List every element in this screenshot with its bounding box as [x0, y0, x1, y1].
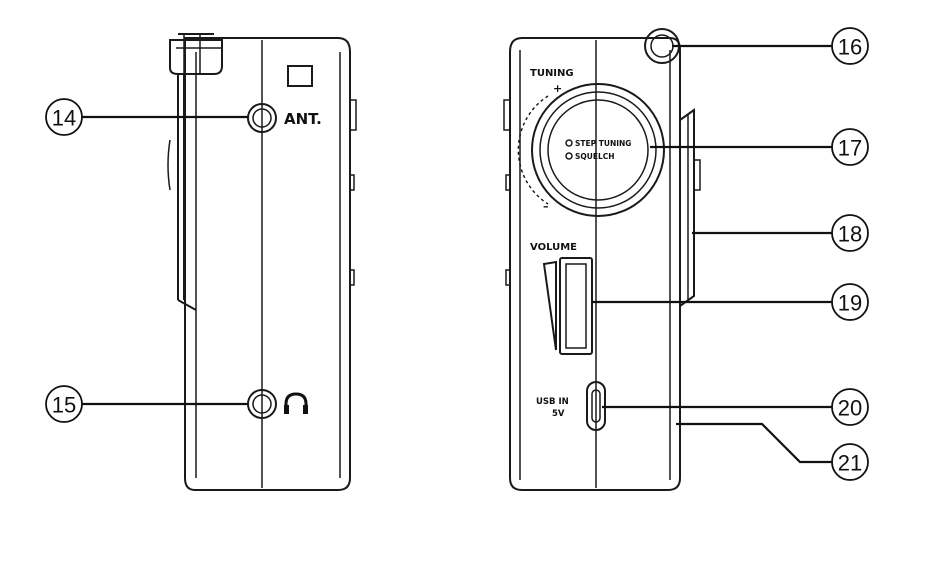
callout-21-number: 21 [838, 451, 862, 476]
callout-18: 18 [831, 214, 869, 252]
left-body-outline [184, 37, 351, 491]
usb-label-line2: 5V [552, 409, 565, 419]
tuning-knob-inner [547, 99, 649, 201]
left-antenna-hinge [176, 34, 222, 74]
tuning-minus-label: – [543, 200, 549, 213]
right-side-strap [679, 108, 695, 307]
callout-20-number: 20 [838, 396, 862, 421]
left-side-strap [177, 74, 197, 311]
tuning-knob-ring [539, 91, 657, 209]
antenna-jack-inner [252, 108, 272, 128]
leader-21 [676, 422, 832, 464]
usb-port-inner [591, 389, 601, 423]
left-side-view: ANT. [167, 33, 357, 491]
callout-17-number: 17 [838, 136, 862, 161]
tuning-knob-outer [531, 83, 665, 217]
knob-step-tuning-label: STEP TUNING [575, 139, 631, 148]
antenna-label: ANT. [284, 110, 322, 128]
square-indicator-icon [287, 65, 313, 87]
volume-wheel [559, 257, 593, 355]
headphone-jack-inner [252, 394, 272, 414]
callout-16: 16 [831, 27, 869, 65]
callout-15-number: 15 [52, 393, 76, 418]
volume-label: VOLUME [530, 242, 577, 253]
callout-15: 15 [45, 385, 83, 423]
callout-19-number: 19 [838, 291, 862, 316]
volume-scale-wedge [542, 260, 557, 351]
volume-wheel-inner [565, 263, 587, 349]
callout-18-number: 18 [838, 222, 862, 247]
callout-20: 20 [831, 388, 869, 426]
left-side-buttons [350, 99, 357, 286]
callout-leaders [82, 44, 832, 464]
callout-14: 14 [45, 98, 83, 136]
callout-19: 19 [831, 283, 869, 321]
knob-squelch-label: SQUELCH [575, 152, 615, 161]
callout-21: 21 [831, 443, 869, 481]
right-strap-clip [694, 159, 701, 191]
squelch-indicator [565, 152, 573, 160]
callout-16-number: 16 [838, 35, 862, 60]
left-strap-clip [167, 139, 171, 191]
headphone-icon [284, 392, 308, 414]
left-antenna-base [169, 39, 223, 75]
right-side-view: TUNING + – STEP TUNING SQUELCH VOLUME US… [503, 28, 701, 491]
callout-14-number: 14 [52, 106, 76, 131]
tuning-label: TUNING [530, 68, 574, 79]
right-side-buttons [503, 99, 510, 286]
tuning-plus-label: + [553, 82, 562, 95]
callout-17: 17 [831, 128, 869, 166]
step-tuning-indicator [565, 139, 573, 147]
usb-label-line1: USB IN [536, 397, 569, 407]
